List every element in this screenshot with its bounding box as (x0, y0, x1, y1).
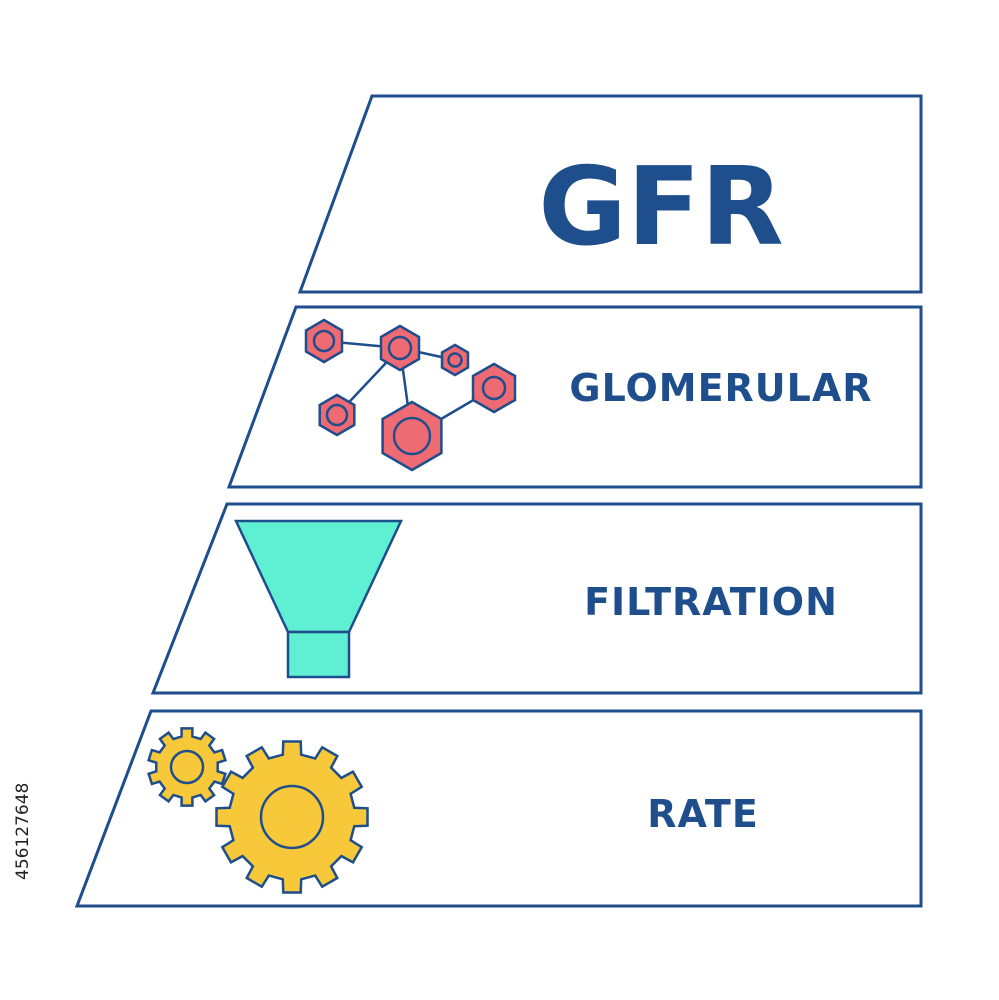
molecule-node-2 (379, 324, 421, 372)
title-band-frame (297, 94, 923, 294)
row-label-glomerular: GLOMERULAR (569, 366, 872, 410)
acronym-title: GFR (538, 145, 784, 270)
row-filtration: FILTRATION (150, 502, 923, 695)
stock-id: 456127648 (13, 783, 33, 880)
molecule-node-3 (440, 343, 470, 377)
row-rate: RATE (74, 709, 923, 908)
molecule-node-1 (304, 318, 344, 364)
molecule-node-6 (381, 400, 443, 472)
row-glomerular: GLOMERULAR (226, 305, 923, 489)
gear-small (147, 727, 227, 807)
title-band: GFR (297, 94, 923, 294)
row-label-filtration: FILTRATION (584, 580, 838, 624)
funnel-icon (234, 519, 403, 679)
gear-large (215, 740, 369, 894)
molecule-node-5 (318, 393, 356, 437)
molecule-icon (304, 318, 517, 472)
funnel-spout (286, 630, 351, 679)
row-label-rate: RATE (647, 792, 759, 836)
gears-icon (147, 727, 369, 894)
molecule-node-4 (471, 362, 517, 414)
